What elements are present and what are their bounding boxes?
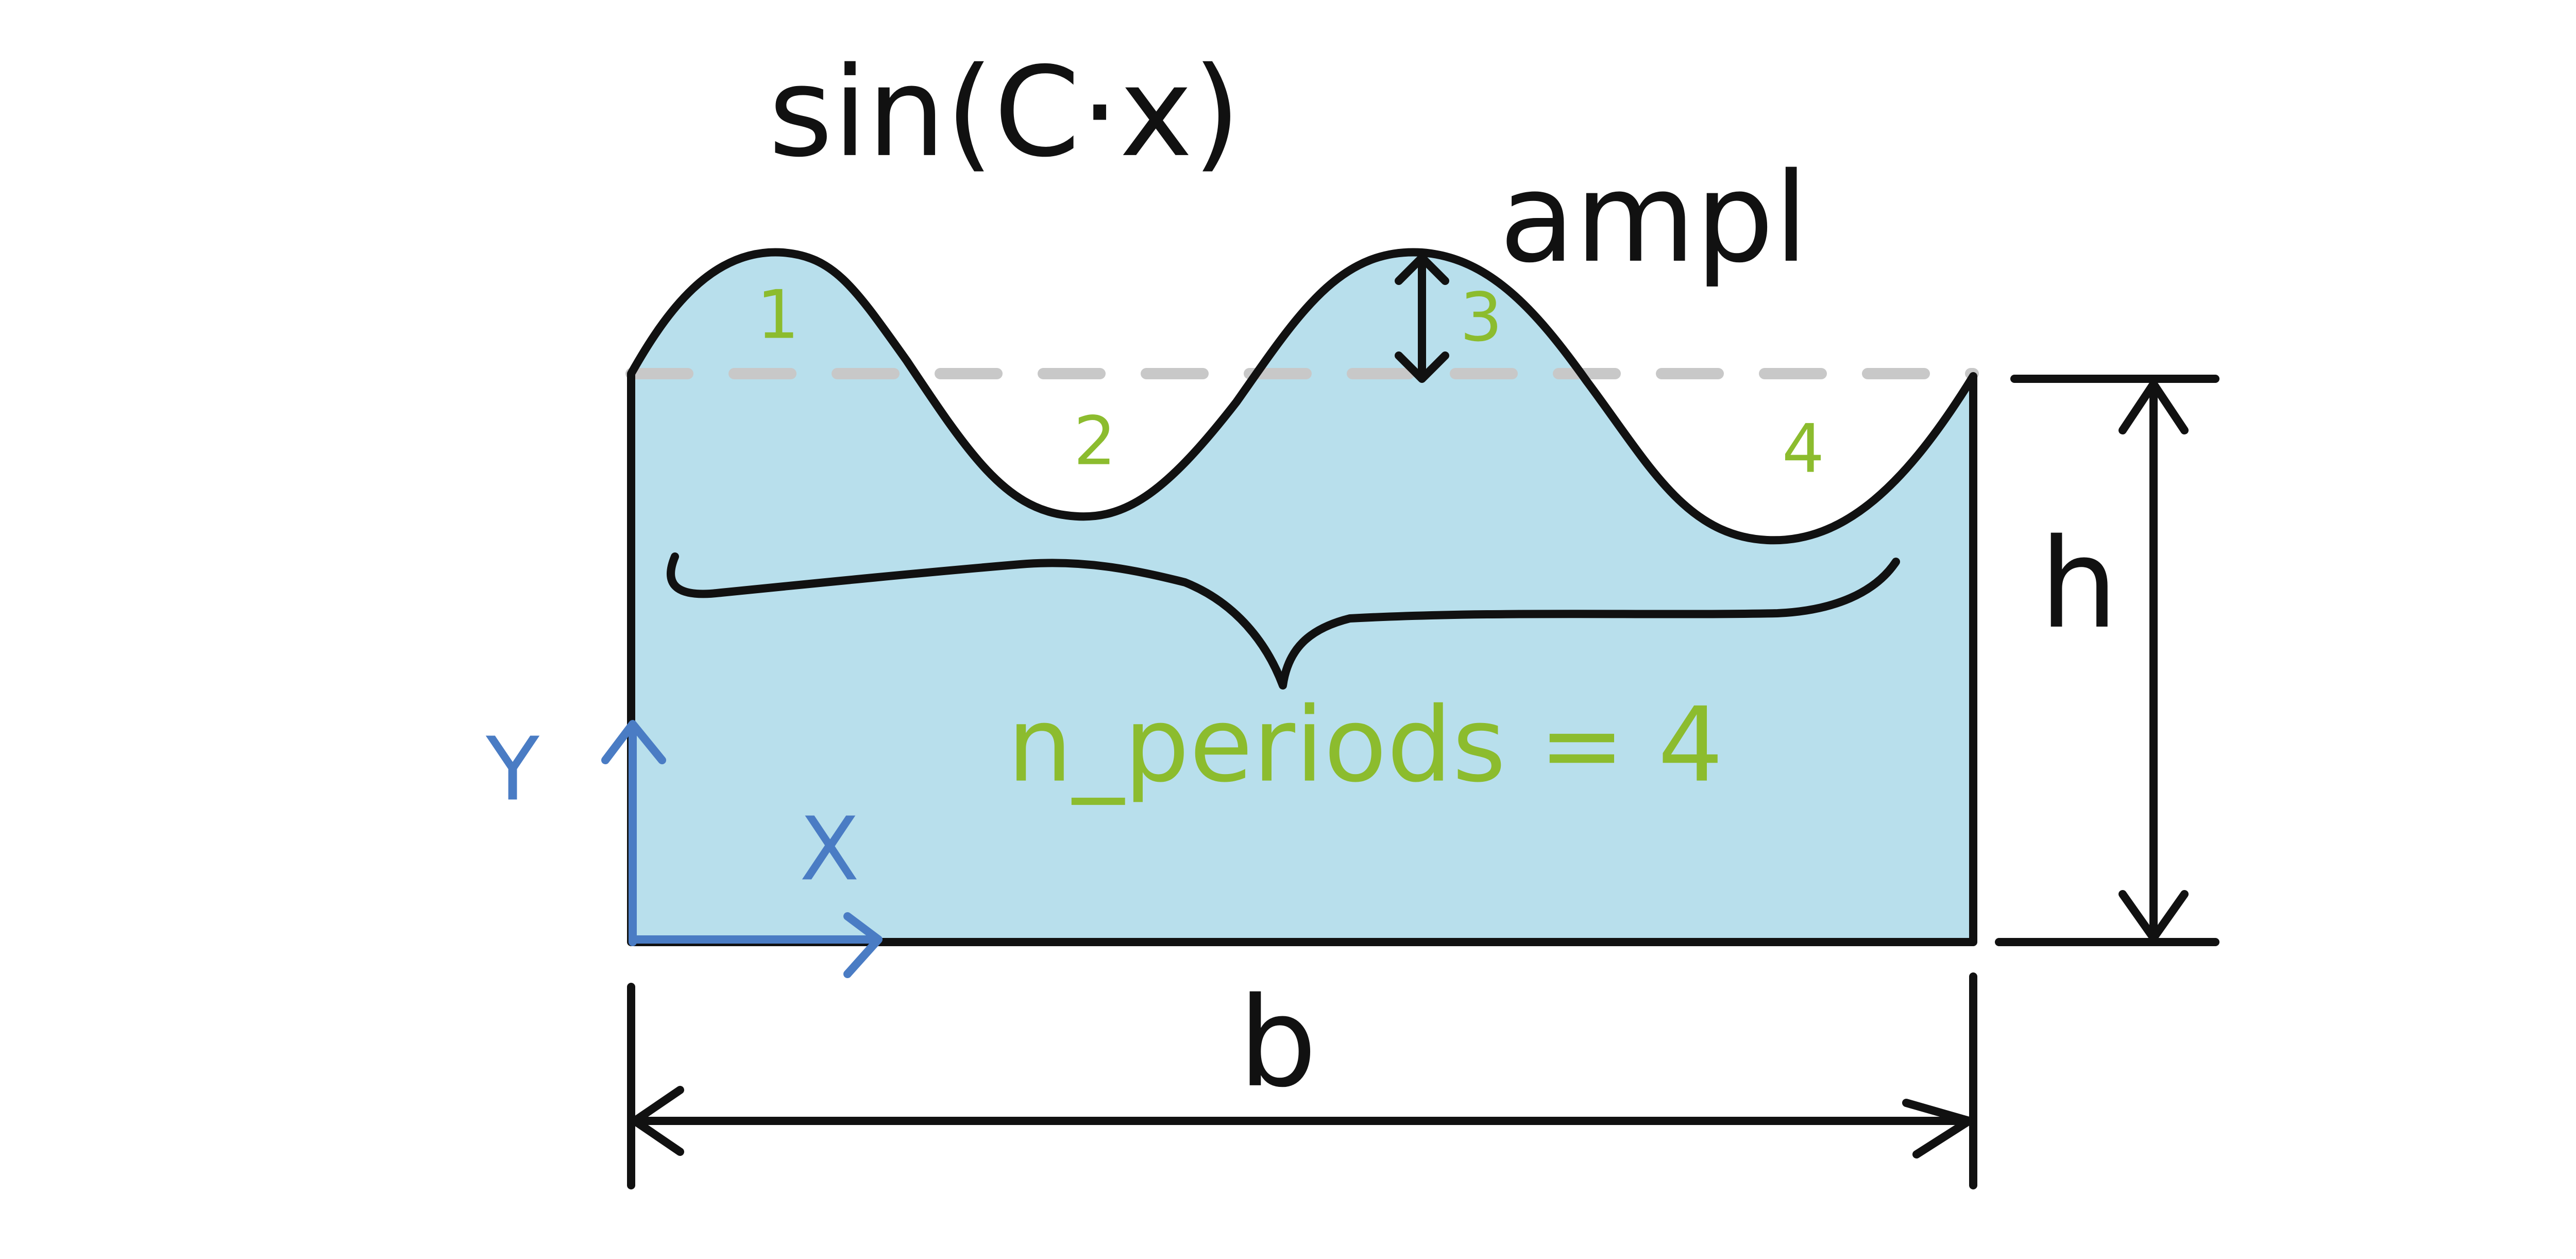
y-axis-label: Y bbox=[485, 718, 540, 820]
cross-section-fill bbox=[631, 252, 1973, 942]
periods-brace bbox=[667, 552, 1900, 690]
amplitude-arrow bbox=[1395, 254, 1449, 383]
axes bbox=[601, 720, 883, 978]
period-number-3: 3 bbox=[1460, 278, 1503, 357]
n-periods-label: n_periods = 4 bbox=[1007, 685, 1723, 805]
period-number-4: 4 bbox=[1782, 410, 1825, 488]
height-dimension bbox=[1995, 375, 2219, 946]
width-dimension bbox=[627, 972, 1977, 1189]
formula-label: sin(C·x) bbox=[769, 40, 1241, 184]
period-number-1: 1 bbox=[757, 276, 800, 354]
height-label: h bbox=[2040, 512, 2118, 656]
amplitude-label: ampl bbox=[1499, 146, 1808, 290]
width-label: b bbox=[1239, 970, 1317, 1115]
x-axis-label: X bbox=[800, 798, 859, 900]
period-number-2: 2 bbox=[1074, 402, 1116, 480]
cross-section-outline bbox=[627, 248, 1977, 946]
